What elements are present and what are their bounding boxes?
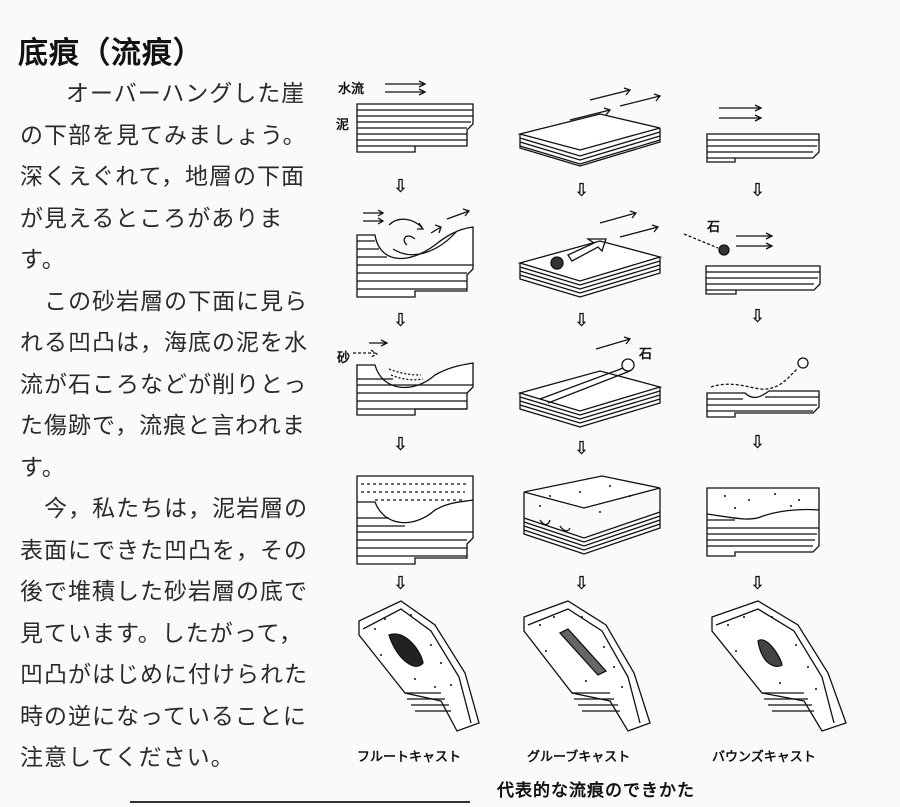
paragraph-3: 今，私たちは，泥岩層の表面にできた凹凸を，その後で堆積した砂岩層の底で見ています… (20, 496, 309, 771)
groove-step-4 (523, 475, 661, 555)
label-mud: 泥 (336, 118, 350, 133)
label-water-flow: 水流 (338, 82, 365, 97)
bounce-step-1 (706, 104, 820, 163)
down-arrow-icon: ⇩ (393, 310, 409, 331)
flute-step-2 (356, 208, 474, 298)
paragraph-1: オーバーハングした崖の下部を見てみましょう。深くえぐれて，地層の下面が見えるとこ… (20, 81, 307, 273)
flute-step-1 (356, 80, 474, 153)
down-arrow-icon: ⇩ (574, 310, 590, 331)
flute-step-3 (353, 339, 474, 416)
body-text: オーバーハングした崖の下部を見てみましょう。深くえぐれて，地層の下面が見えるとこ… (20, 74, 310, 780)
label-stone-groove: 石 (639, 347, 653, 362)
bounce-step-2 (683, 232, 821, 295)
caption-flute-cast: フルートキャスト (357, 750, 462, 765)
groove-step-5 (523, 600, 651, 732)
down-arrow-icon: ⇩ (750, 432, 766, 453)
groove-step-3 (517, 336, 663, 428)
down-arrow-icon: ⇩ (574, 180, 590, 201)
down-arrow-icon: ⇩ (574, 573, 590, 594)
figure-caption: 代表的な流痕のできかた (497, 781, 695, 801)
caption-bounce-cast: バウンズキャスト (712, 750, 816, 765)
page-title: 底痕（流痕） (18, 36, 204, 71)
paragraph-2: この砂岩層の下面に見られる凹凸は，海底の泥を水流が石ころなどが削りとった傷跡で，… (20, 288, 309, 481)
bounce-step-5 (711, 600, 847, 732)
down-arrow-icon: ⇩ (750, 180, 766, 201)
bottom-rule (130, 801, 470, 803)
label-stone-bounce: 石 (707, 220, 721, 235)
label-sand: 砂 (337, 351, 351, 366)
bounce-step-3 (706, 357, 820, 418)
down-arrow-icon: ⇩ (393, 176, 409, 197)
flute-step-4 (356, 475, 474, 565)
down-arrow-icon: ⇩ (574, 438, 590, 459)
caption-groove-cast: グルーブキャスト (527, 750, 631, 765)
groove-step-1 (517, 87, 662, 167)
down-arrow-icon: ⇩ (750, 573, 766, 594)
down-arrow-icon: ⇩ (750, 306, 766, 327)
down-arrow-icon: ⇩ (393, 434, 409, 455)
bounce-step-4 (706, 487, 820, 557)
down-arrow-icon: ⇩ (393, 573, 409, 594)
flute-step-5 (358, 600, 480, 732)
groove-step-2 (517, 210, 663, 298)
